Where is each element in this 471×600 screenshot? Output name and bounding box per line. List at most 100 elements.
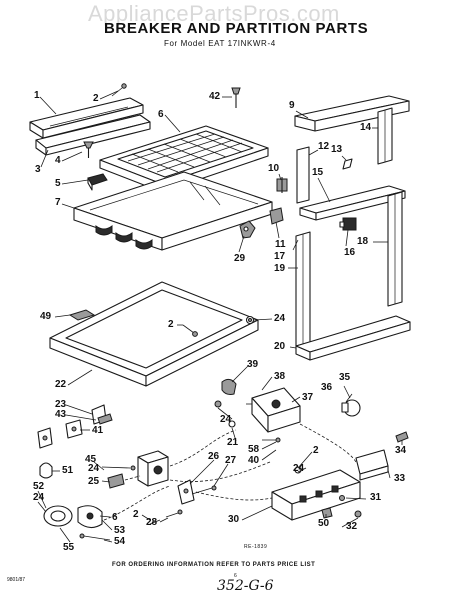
part-bracket-26 [177, 479, 217, 505]
callout-18: 18 [357, 236, 369, 247]
part-clip-50 [321, 507, 333, 519]
callout-49: 49 [40, 311, 52, 322]
part-screw-4 [83, 141, 94, 158]
callout-2b: 2 [168, 319, 174, 330]
part-breaker-strip-9 [294, 95, 410, 132]
leader-lines [37, 90, 403, 543]
part-housing-37 [251, 387, 301, 433]
part-screw-24 [214, 400, 222, 408]
part-pad-49 [68, 309, 96, 321]
callout-22: 22 [55, 379, 67, 390]
callout-24e: 24 [33, 492, 45, 503]
part-damper-control-25 [107, 450, 169, 489]
watermark-text: AppliancePartsPros.com [88, 1, 340, 26]
callout-33: 33 [394, 473, 406, 484]
callout-37: 37 [302, 392, 314, 403]
part-cap-34 [395, 431, 409, 443]
callout-6b: 6 [112, 512, 118, 523]
callout-15: 15 [312, 167, 324, 178]
handwritten-note: 352-G-6 [217, 578, 274, 594]
callout-24: 24 [274, 313, 286, 324]
callout-38: 38 [274, 371, 286, 382]
callout-2d: 2 [133, 509, 139, 520]
callout-40: 40 [248, 455, 260, 466]
model-subtitle: For Model EAT 17INKWR-4 [164, 39, 276, 48]
callout-42: 42 [209, 91, 221, 102]
page-title: BREAKER AND PARTITION PARTS [104, 20, 369, 37]
part-light-bulb-35 [341, 399, 361, 417]
part-lower-breaker-rail [35, 114, 151, 156]
part-switch-16 [339, 217, 357, 231]
callout-25: 25 [88, 476, 100, 487]
callout-53: 53 [114, 525, 126, 536]
callout-43: 43 [55, 409, 67, 420]
part-clip-10 [276, 177, 288, 193]
callout-24b: 24 [220, 414, 232, 425]
part-bracket-23 [91, 404, 113, 425]
corner-code: 9801/87 [7, 577, 26, 583]
part-breaker-strip-20 [295, 315, 411, 361]
part-knob-39 [221, 378, 237, 395]
callout-5: 5 [55, 178, 61, 189]
callout-50: 50 [318, 518, 330, 529]
callout-19: 19 [274, 263, 286, 274]
part-screw-42 [231, 87, 241, 108]
callout-24d: 24 [293, 463, 305, 474]
part-breaker-frame-19 [295, 191, 403, 347]
part-hinge-29 [239, 220, 256, 239]
callout-24c: 24 [88, 463, 100, 474]
callout-2: 2 [93, 93, 99, 104]
callout-34: 34 [395, 445, 407, 456]
callout-20: 20 [274, 341, 286, 352]
callout-21: 21 [227, 437, 239, 448]
callout-36: 36 [321, 382, 333, 393]
callout-32: 32 [346, 521, 358, 532]
callout-9: 9 [289, 100, 295, 111]
callout-27: 27 [225, 455, 237, 466]
part-clip-51 [39, 462, 53, 479]
part-screw-31 [339, 495, 345, 501]
callout-29: 29 [234, 253, 246, 264]
callout-14: 14 [360, 122, 372, 133]
callout-35: 35 [339, 372, 351, 383]
part-bracket-41 [65, 419, 83, 439]
callout-52: 52 [33, 481, 45, 492]
callout-4: 4 [55, 155, 61, 166]
part-control-housing-30 [271, 469, 361, 521]
callout-26: 26 [208, 451, 220, 462]
wiring-harness [103, 423, 357, 521]
part-block-5 [87, 173, 108, 191]
ordering-footer: FOR ORDERING INFORMATION REFER TO PARTS … [112, 562, 316, 568]
callout-17: 17 [274, 251, 286, 262]
callout-45: 45 [85, 454, 97, 465]
part-clip-11 [269, 207, 284, 225]
part-control-housing-53 [43, 505, 111, 541]
part-partition-pan [49, 281, 259, 387]
callout-6: 6 [158, 109, 164, 120]
callout-41: 41 [92, 425, 104, 436]
part-cover-33 [355, 449, 389, 481]
callout-2c: 2 [313, 445, 319, 456]
callout-58: 58 [248, 444, 260, 455]
callout-54: 54 [114, 536, 126, 547]
part-bracket-45 [37, 427, 53, 449]
callout-3: 3 [35, 164, 41, 175]
callout-31: 31 [370, 492, 382, 503]
part-mullion-strip-12 [296, 146, 310, 204]
callout-28: 28 [146, 517, 158, 528]
part-upper-breaker-rail [29, 97, 144, 139]
part-screw-32 [354, 510, 362, 518]
callout-23: 23 [55, 399, 67, 410]
part-clip-13 [342, 158, 353, 170]
part-breaker-base [73, 171, 273, 251]
callout-7: 7 [55, 197, 61, 208]
figure-code: RE-1839 [244, 544, 268, 550]
callout-1: 1 [34, 90, 40, 101]
callout-11: 11 [275, 239, 286, 250]
callout-51: 51 [62, 465, 74, 476]
page-number: 6 [234, 573, 237, 579]
callout-12: 12 [318, 141, 330, 152]
callout-30: 30 [228, 514, 240, 525]
callout-13: 13 [331, 144, 343, 155]
